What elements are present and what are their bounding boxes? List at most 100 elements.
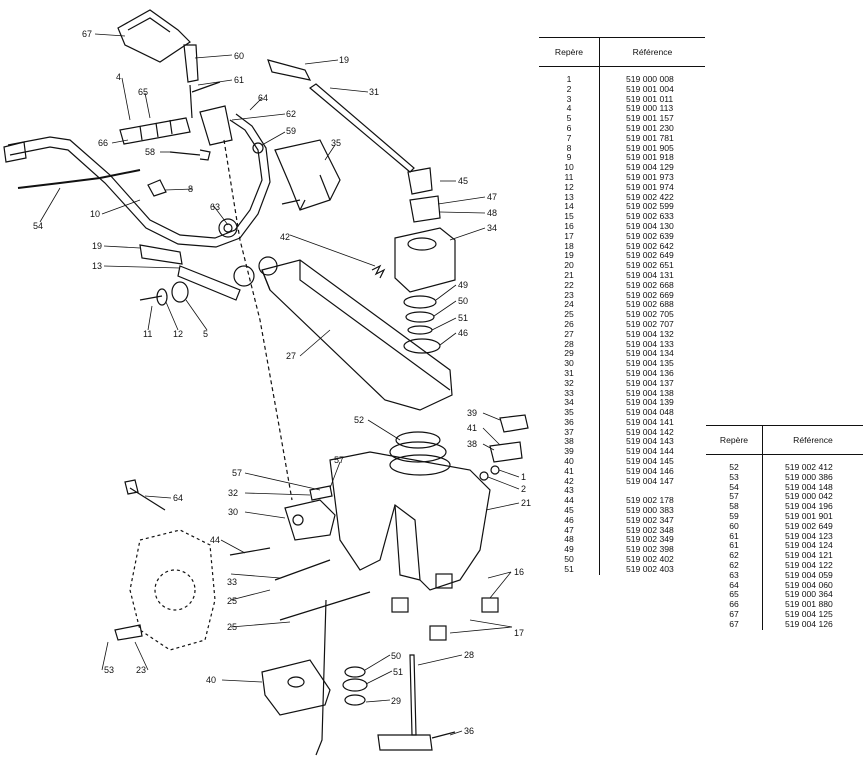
repere-cell: 35 bbox=[539, 407, 600, 418]
column-header-reference: Référence bbox=[762, 425, 863, 455]
repere-cell: 66 bbox=[706, 599, 763, 610]
reference-cell: 519 004 126 bbox=[785, 618, 833, 629]
repere-cell: 67 bbox=[706, 619, 763, 630]
table-row: 66 519 001 880 bbox=[706, 599, 863, 610]
callout-label: 33 bbox=[227, 577, 237, 587]
reference-cell: 519 004 137 bbox=[626, 377, 674, 388]
callout-label: 30 bbox=[228, 507, 238, 517]
reference-cell: 519 004 122 bbox=[785, 559, 833, 570]
reference-cell: 519 004 146 bbox=[626, 465, 674, 476]
callout-label: 32 bbox=[228, 488, 238, 498]
reference-cell: 519 004 124 bbox=[785, 540, 833, 551]
reference-cell: 519 004 142 bbox=[626, 426, 674, 437]
handlebar-part bbox=[7, 119, 263, 239]
repere-cell: 15 bbox=[539, 211, 600, 222]
reference-cell: 519 002 668 bbox=[626, 279, 674, 290]
repere-cell: 11 bbox=[539, 172, 600, 183]
repere-cell: 2 bbox=[539, 84, 600, 95]
callout-label: 34 bbox=[487, 223, 497, 233]
reference-cell: 519 004 130 bbox=[626, 220, 674, 231]
callout-label: 25 bbox=[227, 596, 237, 606]
callout-label: 53 bbox=[104, 665, 114, 675]
reference-cell: 519 004 132 bbox=[626, 328, 674, 339]
repere-cell: 12 bbox=[539, 182, 600, 193]
repere-cell: 20 bbox=[539, 260, 600, 271]
callout-label: 57 bbox=[232, 468, 242, 478]
twist-grip-part bbox=[119, 117, 191, 145]
column-header-repere: Repère bbox=[706, 425, 763, 455]
callout-label: 58 bbox=[145, 147, 155, 157]
repere-cell: 23 bbox=[539, 290, 600, 301]
callout-label: 12 bbox=[173, 329, 183, 339]
reference-cell: 519 002 599 bbox=[626, 201, 674, 212]
reference-cell: 519 004 148 bbox=[785, 481, 833, 492]
reference-cell: 519 004 138 bbox=[626, 387, 674, 398]
reference-cell: 519 004 060 bbox=[785, 579, 833, 590]
reference-cell: 519 004 135 bbox=[626, 358, 674, 369]
repere-cell: 14 bbox=[539, 202, 600, 213]
repere-cell: 4 bbox=[539, 104, 600, 115]
repere-cell: 16 bbox=[539, 221, 600, 232]
callout-label: 11 bbox=[143, 329, 152, 339]
reference-cell: 519 002 688 bbox=[626, 299, 674, 310]
repere-cell: 47 bbox=[539, 525, 600, 536]
repere-cell: 43 bbox=[539, 486, 600, 497]
repere-cell: 28 bbox=[539, 339, 600, 350]
callout-label: 67 bbox=[82, 29, 92, 39]
reference-cell: 519 004 141 bbox=[626, 416, 674, 427]
callout-label: 38 bbox=[467, 439, 477, 449]
table-row: 32 519 004 137 bbox=[539, 377, 705, 389]
callout-label: 31 bbox=[369, 87, 379, 97]
repere-cell: 19 bbox=[539, 251, 600, 262]
reference-cell: 519 001 880 bbox=[785, 599, 833, 610]
reference-cell: 519 004 125 bbox=[785, 608, 833, 619]
repere-cell: 21 bbox=[539, 270, 600, 281]
callout-label: 52 bbox=[354, 415, 364, 425]
repere-cell: 18 bbox=[539, 241, 600, 252]
table-row: 16 519 004 130 bbox=[539, 220, 705, 232]
repere-cell: 48 bbox=[539, 535, 600, 546]
repere-cell: 58 bbox=[706, 501, 763, 512]
repere-cell: 54 bbox=[706, 482, 763, 493]
callout-label: 23 bbox=[136, 665, 146, 675]
column-header-repere: Repère bbox=[539, 37, 600, 67]
callout-label: 49 bbox=[458, 280, 468, 290]
repere-cell: 32 bbox=[539, 378, 600, 389]
callout-label: 40 bbox=[206, 675, 216, 685]
reference-cell: 519 004 123 bbox=[785, 530, 833, 541]
repere-cell: 65 bbox=[706, 590, 763, 601]
reference-cell: 519 000 008 bbox=[626, 74, 674, 84]
repere-cell: 46 bbox=[539, 515, 600, 526]
reference-cell: 519 002 642 bbox=[626, 240, 674, 251]
callout-label: 8 bbox=[188, 184, 193, 194]
callout-label: 48 bbox=[487, 208, 497, 218]
repere-cell: 17 bbox=[539, 231, 600, 242]
repere-cell: 38 bbox=[539, 437, 600, 448]
repere-cell: 3 bbox=[539, 94, 600, 105]
repere-cell: 63 bbox=[706, 570, 763, 581]
callout-label: 50 bbox=[458, 296, 468, 306]
callout-label: 25 bbox=[227, 622, 237, 632]
callout-label: 51 bbox=[393, 667, 403, 677]
callout-label: 59 bbox=[286, 126, 296, 136]
